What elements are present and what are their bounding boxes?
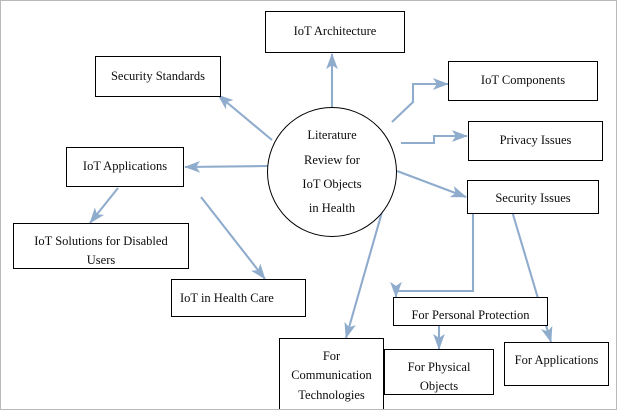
node-iot-in-health-care[interactable]: IoT in Health Care bbox=[171, 279, 306, 317]
node-for-personal-protection[interactable]: For Personal Protection bbox=[393, 297, 548, 326]
node-for-physical-objects[interactable]: For Physical Objects bbox=[384, 349, 494, 395]
edge-security-issues-to-for-personal-protection bbox=[390, 211, 475, 298]
node-for-applications[interactable]: For Applications bbox=[504, 342, 609, 386]
edge-hub-to-iot-applications bbox=[184, 160, 269, 173]
edge-hub-to-for-communication bbox=[344, 211, 384, 339]
node-iot-solutions-for-disabled-users[interactable]: IoT Solutions for Disabled Users bbox=[13, 223, 189, 269]
hub-node-literature-review[interactable]: Literature Review for IoT Objects in Hea… bbox=[267, 107, 397, 237]
edge-hub-to-privacy-issues bbox=[401, 130, 468, 145]
edge-hub-to-iot-components bbox=[391, 78, 449, 123]
node-iot-applications[interactable]: IoT Applications bbox=[66, 147, 184, 187]
node-iot-components[interactable]: IoT Components bbox=[448, 61, 598, 101]
edge-iot-applications-to-iot-solutions bbox=[89, 187, 119, 224]
edge-hub-to-iot-health-care bbox=[200, 196, 266, 280]
edge-hub-to-security-issues bbox=[396, 170, 467, 198]
node-security-issues[interactable]: Security Issues bbox=[467, 180, 599, 214]
node-security-standards[interactable]: Security Standards bbox=[95, 56, 221, 97]
edge-hub-to-security-standards bbox=[217, 94, 273, 141]
node-for-communication-technologies[interactable]: For Communication Technologies bbox=[279, 338, 384, 409]
node-privacy-issues[interactable]: Privacy Issues bbox=[468, 121, 603, 161]
node-iot-architecture[interactable]: IoT Architecture bbox=[265, 11, 405, 53]
